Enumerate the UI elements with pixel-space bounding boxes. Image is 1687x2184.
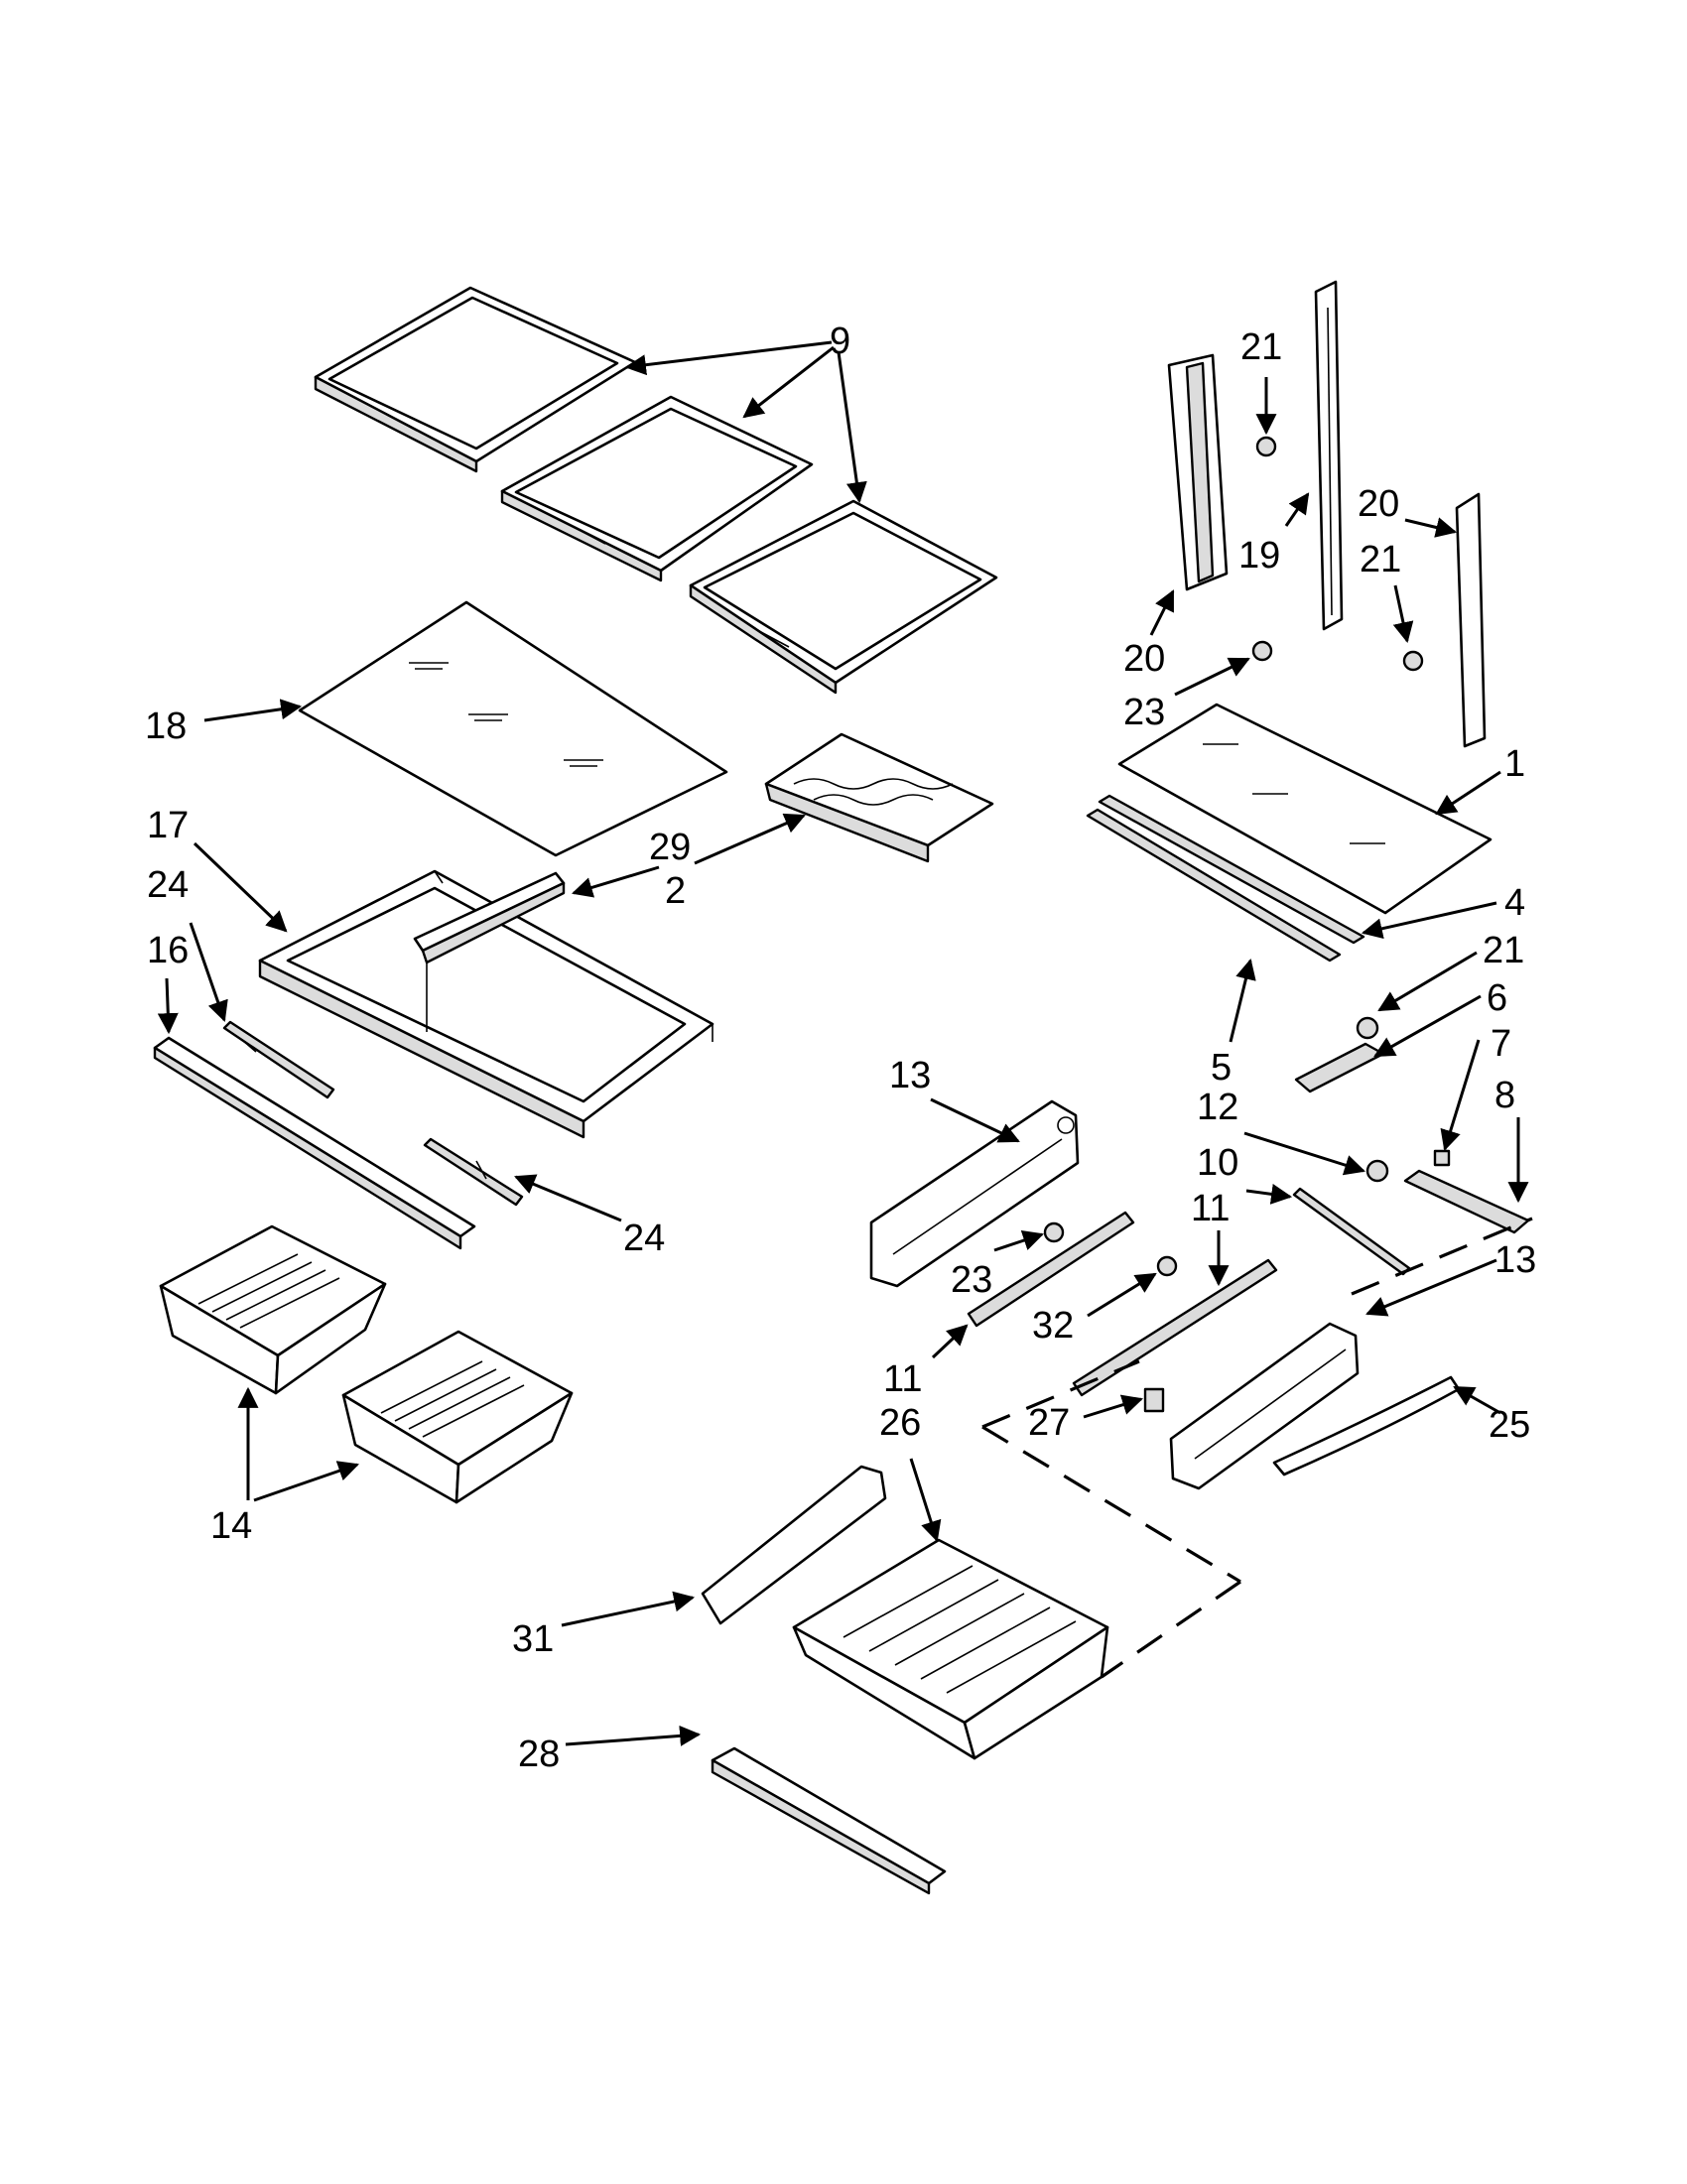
callout-20: 20 [1123,638,1165,680]
callout-25: 25 [1489,1404,1530,1446]
callout-13: 13 [889,1055,931,1096]
part-14-crisper-drawer-left [159,1224,387,1395]
part-2-wine-rack [764,732,994,863]
part-20-support-right [1455,492,1487,748]
part-12-screw [1365,1159,1389,1183]
callout-2: 2 [665,870,686,912]
assembly-guide-dashed-line [981,1217,1533,1679]
leader-lines [157,340,1529,1746]
callout-14: 14 [210,1505,252,1547]
part-17-shelf-frame [258,869,714,1139]
callout-21: 21 [1483,930,1524,971]
part-29-rail [413,871,566,964]
part-10-rail [1292,1187,1411,1276]
part-11-rail-left [967,1211,1135,1328]
part-19-support-center [1314,280,1344,631]
callout-26: 26 [879,1402,921,1444]
part-21-screw-right [1402,650,1424,672]
part-11-rail-right [1072,1258,1278,1397]
callout-31: 31 [512,1618,554,1660]
callout-8: 8 [1494,1075,1515,1116]
part-21-screw-lower [1356,1016,1379,1040]
callout-6: 6 [1487,977,1507,1019]
callout-32: 32 [1032,1305,1074,1347]
callout-24: 24 [623,1218,665,1259]
callout-1: 1 [1504,743,1525,785]
part-18-glass-shelf [298,600,728,857]
callout-5: 5 [1211,1047,1232,1089]
callout-23: 23 [1123,692,1165,733]
part-16-trim [153,1036,476,1250]
callout-24: 24 [147,864,189,906]
part-27-clip [1143,1387,1165,1413]
callout-11: 11 [883,1358,922,1400]
part-26-deli-drawer [792,1538,1109,1760]
part-1-glass-shelf [1117,703,1492,915]
callout-4: 4 [1504,882,1525,924]
part-21-screw-upper [1255,436,1277,457]
part-13-slide-left [869,1099,1080,1288]
callout-27: 27 [1028,1402,1070,1444]
callout-21: 21 [1360,539,1401,580]
part-6-bracket [1294,1042,1385,1093]
part-14-crisper-drawer-right [341,1330,574,1504]
part-5-trim [1086,808,1342,963]
callout-17: 17 [147,805,189,846]
part-28-drawer-front [711,1746,947,1895]
part-9-shelf-middle [500,395,814,582]
callout-labels: 9 21 19 20 20 21 23 18 17 29 2 24 16 1 4… [145,321,1536,1775]
part-23-screw-lower [1043,1221,1065,1243]
part-9-shelf-right [689,499,998,695]
callout-13: 13 [1494,1239,1536,1281]
part-32-screw [1156,1255,1178,1277]
callout-12: 12 [1197,1087,1238,1128]
callout-23: 23 [951,1259,992,1301]
callout-16: 16 [147,930,189,971]
callout-21: 21 [1240,326,1282,368]
callout-29: 29 [649,827,691,868]
part-9-shelf-left [314,286,637,473]
callout-10: 10 [1197,1142,1238,1184]
callout-20: 20 [1358,483,1399,525]
part-20-support-left [1167,353,1229,591]
part-13-slide-right [1169,1322,1360,1490]
part-24-bracket-upper [222,1020,335,1099]
part-31-side-rail [701,1465,887,1625]
callout-11: 11 [1191,1188,1230,1229]
part-24-bracket-lower [423,1137,524,1207]
callout-9: 9 [830,321,850,362]
callout-19: 19 [1238,535,1280,577]
part-7-clip [1433,1149,1451,1167]
callout-18: 18 [145,706,187,747]
part-23-screw-upper [1251,640,1273,662]
callout-7: 7 [1491,1023,1511,1065]
part-8-rail [1403,1169,1530,1234]
callout-28: 28 [518,1734,560,1775]
